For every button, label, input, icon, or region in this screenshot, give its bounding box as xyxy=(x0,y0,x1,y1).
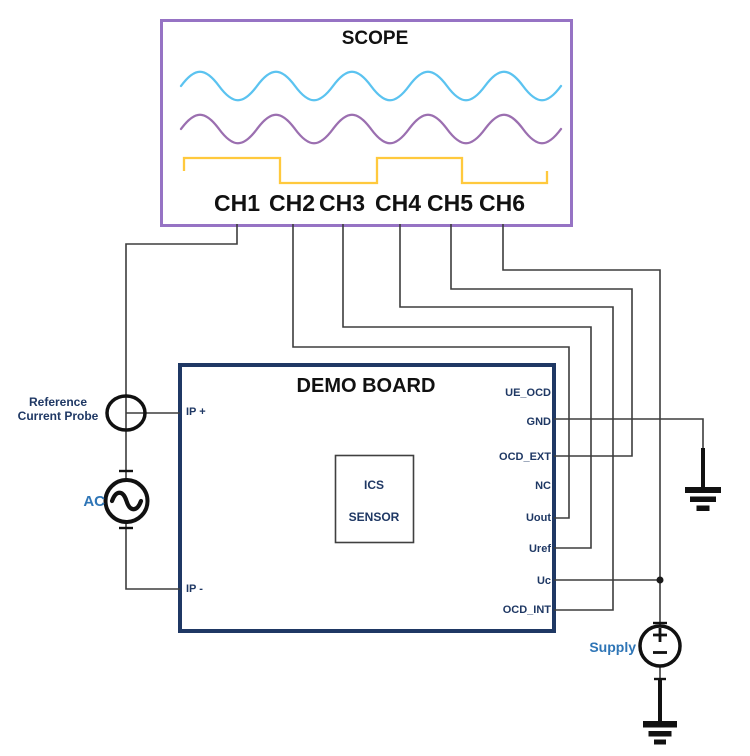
reference-current-probe-label: Reference Current Probe xyxy=(18,395,99,423)
pin-label-ocd-int: OCD_INT xyxy=(502,604,551,616)
wire-ch3-to-uref xyxy=(342,224,592,549)
wire-gnd-to-ground xyxy=(554,418,704,449)
supply-source-label: Supply xyxy=(589,639,636,655)
ground-icon-supply xyxy=(643,678,677,745)
scope-channel-label-ch5: CH5 xyxy=(426,190,474,216)
supply-plus-sign xyxy=(653,628,667,642)
pin-label-ip-plus: IP + xyxy=(186,406,206,418)
probe-label-line2: Current Probe xyxy=(17,409,99,423)
ground-bar-3 xyxy=(696,505,710,511)
demo-board-title: DEMO BOARD xyxy=(296,375,436,397)
ground-icon-gnd xyxy=(685,448,721,511)
wire-ch5-to-ocd-ext xyxy=(450,224,633,457)
wire-ch2-to-uout xyxy=(292,224,570,519)
scope-channel-label-ch2: CH2 xyxy=(268,190,316,216)
sensor-label: SENSOR xyxy=(348,510,400,524)
wire-group xyxy=(125,224,704,679)
ground-bar-1 xyxy=(685,487,721,493)
current-probe-icon xyxy=(105,394,147,432)
pin-label-nc: NC xyxy=(535,480,551,492)
pin-label-ue-ocd: UE_OCD xyxy=(505,387,551,399)
ac-sine-glyph xyxy=(109,490,144,512)
wire-ch4-to-ocd-int xyxy=(399,224,614,611)
scope-channel-label-ch4: CH4 xyxy=(374,190,422,216)
pin-label-uc: Uc xyxy=(536,575,551,587)
scope-channel-label-ch3: CH3 xyxy=(318,190,366,216)
wire-ac-to-ip-minus xyxy=(125,522,180,590)
ground-bar-2 xyxy=(648,731,672,737)
ac-source-icon xyxy=(103,469,150,530)
ics-label: ICS xyxy=(363,478,385,492)
probe-label-line1: Reference xyxy=(28,395,88,409)
junction-dot xyxy=(656,576,664,584)
supply-source-icon xyxy=(638,621,682,681)
ac-source-label: AC xyxy=(83,493,105,510)
pin-label-uout: Uout xyxy=(525,512,551,524)
sine-wave-1 xyxy=(179,70,563,102)
wire-ch6-to-supply xyxy=(502,224,661,626)
scope-channel-label-ch1: CH1 xyxy=(213,190,261,216)
ground-bar-3 xyxy=(654,739,666,745)
ground-bar-1 xyxy=(643,721,677,728)
scope-channel-label-ch6: CH6 xyxy=(478,190,526,216)
pin-label-ocd-ext: OCD_EXT xyxy=(499,451,551,463)
square-wave xyxy=(182,156,549,185)
sine-wave-2 xyxy=(179,113,563,145)
wire-ch1-to-probe xyxy=(125,224,238,480)
supply-circle xyxy=(638,624,682,668)
pin-label-ip-minus: IP - xyxy=(186,583,203,595)
ics-sensor-box xyxy=(334,454,415,544)
pin-label-gnd: GND xyxy=(526,416,551,428)
scope-title: SCOPE xyxy=(341,28,409,49)
pin-label-uref: Uref xyxy=(528,543,551,555)
ground-bar-2 xyxy=(690,496,716,502)
